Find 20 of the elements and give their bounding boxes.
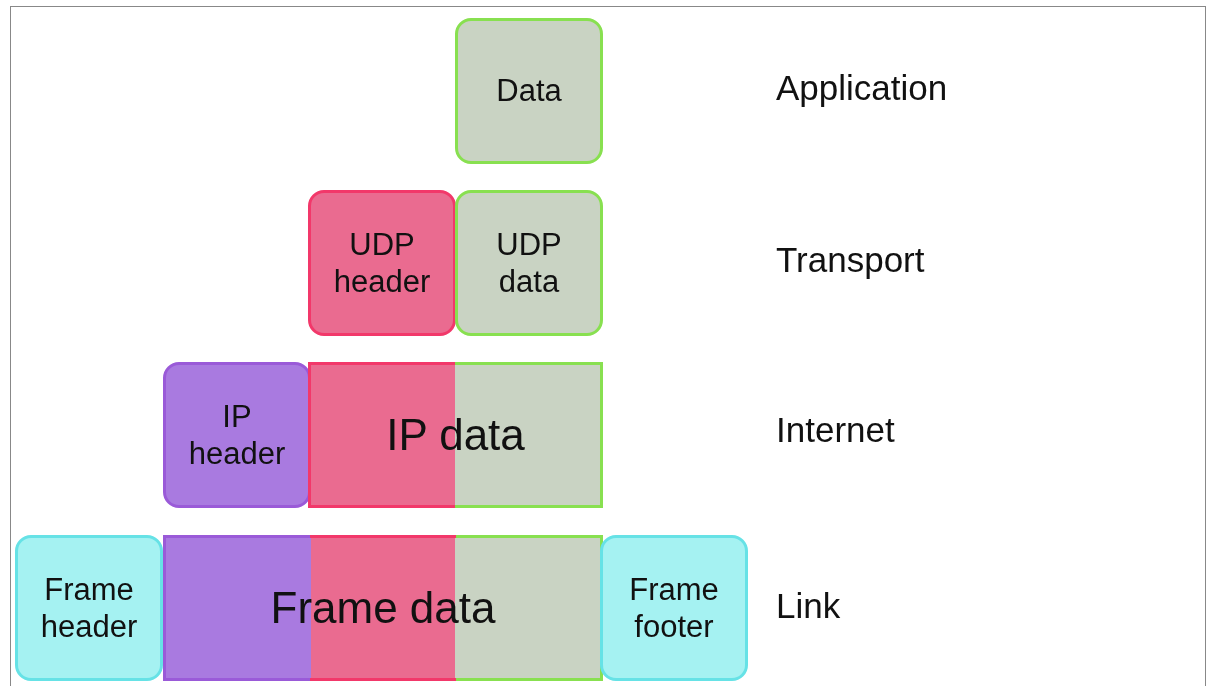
data-band [163, 535, 603, 681]
tile-label: Frame footer [628, 570, 720, 646]
layer-tile [455, 190, 603, 336]
tile-label: Frame data [270, 581, 496, 634]
layer-tile [455, 18, 603, 164]
layer-name: Transport [776, 240, 925, 280]
layer-tile [163, 362, 311, 508]
layer-tile [600, 535, 748, 681]
tile-label: Data [496, 72, 562, 110]
data-band [308, 362, 603, 508]
tile-label: UDP header [332, 225, 432, 301]
tile-label: IP data [386, 408, 525, 461]
layer-tile [15, 535, 163, 681]
tile-label: IP header [187, 397, 287, 473]
layer-tile [308, 190, 456, 336]
tile-label: UDP data [495, 225, 563, 301]
layer-name: Application [776, 68, 948, 108]
layer-name: Link [776, 586, 841, 626]
layer-name: Internet [776, 410, 895, 450]
tile-label: Frame header [39, 570, 139, 646]
